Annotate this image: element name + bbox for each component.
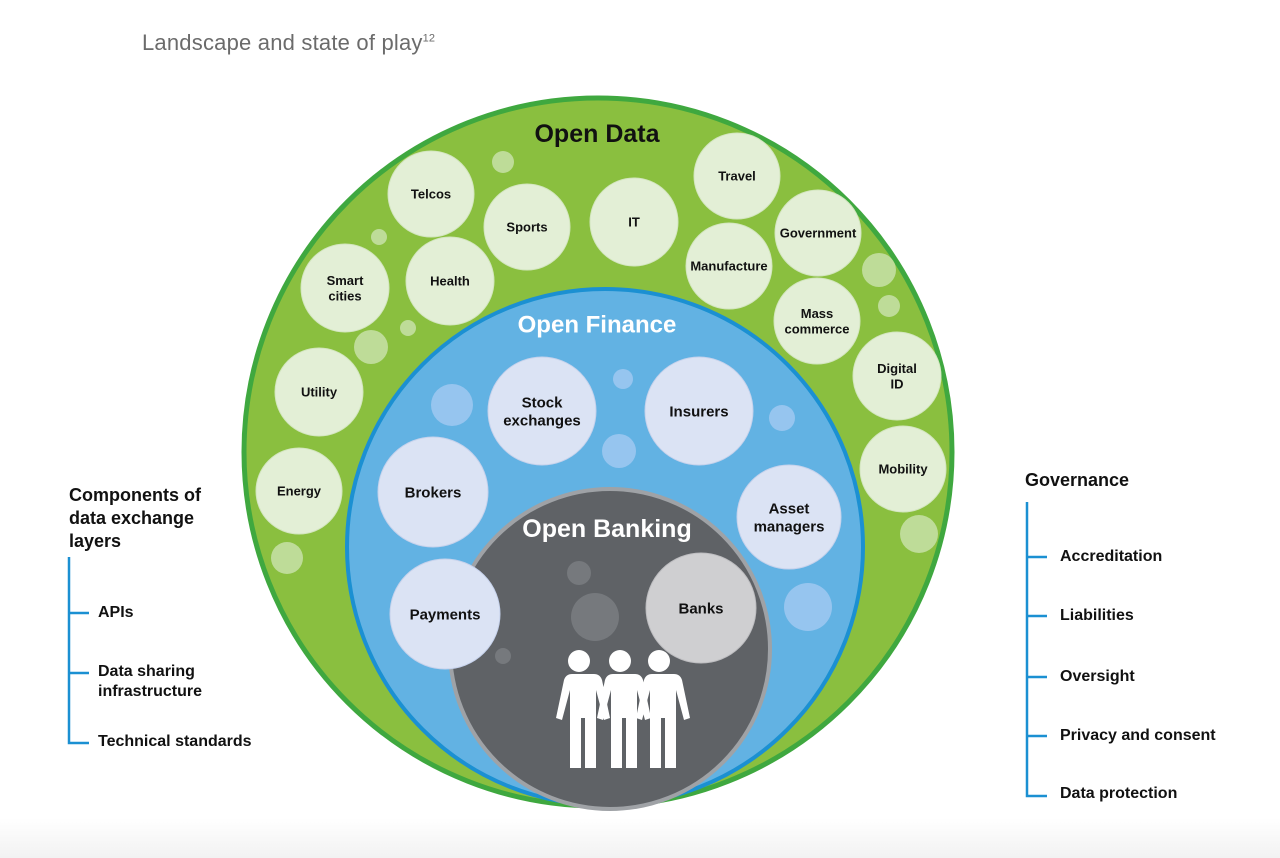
bubble-label-energy: Energy [277, 484, 322, 499]
open-data-title: Open Data [534, 120, 660, 148]
bubble-label-it: IT [628, 215, 640, 230]
bottom-shade [0, 818, 1280, 858]
governance-title: Governance [1025, 470, 1130, 490]
open-finance-title: Open Finance [518, 311, 677, 338]
decorative-bubble [602, 434, 636, 468]
bubble-label-utility: Utility [301, 385, 338, 400]
decorative-bubble [354, 330, 388, 364]
decorative-bubble [400, 320, 416, 336]
bubble-label-mobility: Mobility [878, 462, 928, 477]
people-group-icon [556, 650, 690, 768]
page-title-text: Landscape and state of play [142, 30, 423, 55]
bubble-utility [274, 347, 364, 437]
bubble-sports [483, 183, 571, 271]
bubble-digital-id [852, 331, 942, 421]
bubble-payments [389, 558, 501, 670]
page-title-footnote: 12 [422, 32, 436, 45]
bubble-label-sports: Sports [506, 220, 547, 235]
bubble-label-manufacture: Manufacture [690, 259, 767, 274]
decorative-bubble [571, 593, 619, 641]
bubble-label-telcos: Telcos [411, 187, 451, 202]
governance-item-privacy-consent: Privacy and consent [1060, 727, 1216, 744]
bubble-it [589, 177, 679, 267]
bubble-energy [255, 447, 343, 535]
bubble-insurers [644, 356, 754, 466]
bubble-travel [693, 132, 781, 220]
decorative-bubble [431, 384, 473, 426]
governance-item-oversight: Oversight [1060, 668, 1135, 685]
bubble-government [774, 189, 862, 277]
bubble-stock-exchanges [487, 356, 597, 466]
governance-bracket [1025, 502, 1047, 798]
governance-item-liabilities: Liabilities [1060, 607, 1134, 624]
bubble-health [405, 236, 495, 326]
decorative-bubble [900, 515, 938, 553]
bubble-label-brokers: Brokers [405, 484, 462, 501]
decorative-bubble [567, 561, 591, 585]
governance-item-accreditation: Accreditation [1060, 548, 1163, 565]
bubble-label-banks: Banks [678, 600, 723, 617]
decorative-bubble [495, 648, 511, 664]
bubble-brokers [377, 436, 489, 548]
components-title: Components of data exchange layers [69, 485, 201, 551]
bubble-mass-commerce [773, 277, 861, 365]
bubble-label-insurers: Insurers [669, 403, 728, 420]
open-banking-title: Open Banking [522, 515, 691, 543]
bubble-label-health: Health [430, 274, 470, 289]
component-item-apis: APIs [98, 604, 134, 621]
bubble-label-payments: Payments [410, 606, 481, 623]
decorative-bubble [769, 405, 795, 431]
governance-item-data-protection: Data protection [1060, 785, 1178, 802]
bubble-telcos [387, 150, 475, 238]
bubble-manufacture [685, 222, 773, 310]
decorative-bubble [784, 583, 832, 631]
bubble-smart-cities [300, 243, 390, 333]
component-item-data-sharing: Data sharing infrastructure [98, 663, 203, 700]
decorative-bubble [492, 151, 514, 173]
bubble-label-government: Government [780, 226, 857, 241]
component-item-technical-standards: Technical standards [98, 733, 252, 750]
bubble-mobility [859, 425, 947, 513]
decorative-bubble [371, 229, 387, 245]
bubble-banks [645, 552, 757, 664]
decorative-bubble [271, 542, 303, 574]
decorative-bubble [613, 369, 633, 389]
bubble-label-travel: Travel [718, 169, 756, 184]
page-title: Landscape and state of play12 [142, 30, 435, 56]
decorative-bubble [862, 253, 896, 287]
bubble-asset-managers [736, 464, 842, 570]
decorative-bubble [878, 295, 900, 317]
components-bracket [67, 557, 89, 745]
